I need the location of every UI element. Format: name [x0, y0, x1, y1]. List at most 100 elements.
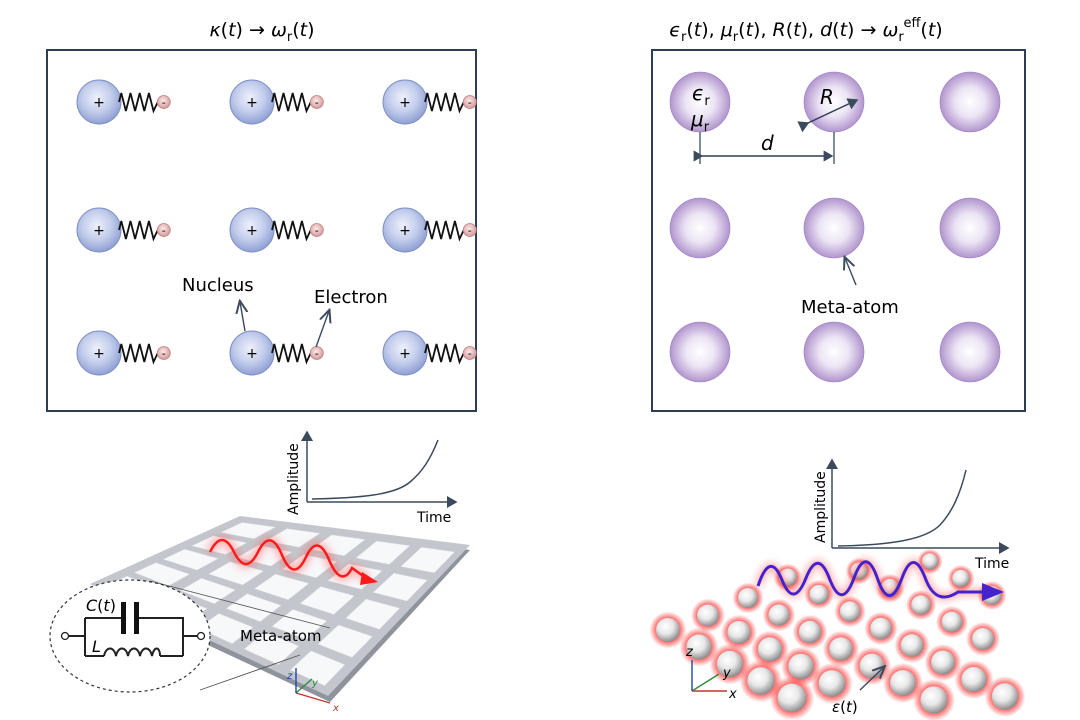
glowing-sphere: [751, 630, 789, 669]
panel-c-meta-atom-label: Meta-atom: [240, 627, 322, 645]
nucleus: [76, 330, 122, 376]
nucleus-plus-sign: +: [246, 223, 258, 239]
sphere-body: [900, 634, 924, 657]
meta-atom-cell: [289, 650, 346, 686]
glowing-sphere: [984, 676, 1026, 717]
nucleus-plus-sign: +: [93, 346, 105, 362]
electron-minus-sign: -: [468, 224, 472, 237]
inset-ellipse: [49, 579, 211, 693]
atom: +-: [229, 207, 324, 253]
glowing-sphere: [947, 564, 975, 593]
glowing-sphere: [709, 643, 751, 685]
sphere-body: [921, 553, 939, 570]
d-triad-x-label: x: [728, 687, 737, 702]
meta-atom-grid: [669, 71, 1001, 383]
radius-label: R: [820, 85, 834, 109]
electron: [309, 95, 324, 109]
red-wave: [205, 535, 378, 585]
nucleus-plus-sign: +: [93, 223, 105, 239]
nucleus-plus-sign: +: [399, 346, 411, 362]
atom: +-: [382, 79, 477, 125]
glowing-sphere: [917, 548, 943, 575]
panel-b: ϵr(t), μr(t), R(t), d(t) → ωreff(t) ϵr μ…: [651, 16, 1026, 412]
sphere-body: [777, 683, 807, 713]
sphere-body: [656, 618, 680, 642]
nucleus-plus-sign: +: [246, 346, 258, 362]
glowing-sphere: [762, 598, 796, 632]
sphere-body: [859, 653, 885, 679]
sphere-body: [952, 569, 970, 588]
meta-atom-cell: [400, 547, 456, 574]
panel-c-axis-triad: x y z: [286, 668, 339, 714]
sphere-body: [818, 670, 846, 697]
atom: +-: [76, 207, 171, 253]
d-triad-y-line: [691, 673, 720, 692]
spring: [424, 92, 465, 114]
terminal-left: [60, 631, 70, 641]
capacitor-plate-right: [134, 602, 139, 634]
nucleus-plus-sign: +: [246, 95, 258, 111]
glowing-sphere: [792, 614, 828, 650]
nucleus-plus-sign: +: [399, 95, 411, 111]
glowing-sphere: [732, 582, 764, 614]
d-triad-z-label: z: [685, 645, 694, 660]
electron: [462, 346, 477, 360]
panel-b-title: ϵr(t), μr(t), R(t), d(t) → ωreff(t): [669, 16, 942, 45]
electron: [462, 95, 477, 109]
triad-y-label: y: [311, 678, 319, 689]
nucleus: [76, 207, 122, 253]
panel-d: Amplitude Time ε(t) x y z: [649, 458, 1026, 720]
meta-atom-cell: [253, 573, 310, 600]
atom: +-: [229, 330, 324, 376]
sphere-body: [727, 620, 751, 645]
blue-wave: [755, 559, 1004, 601]
nucleus-plus-sign: +: [93, 95, 105, 111]
nucleus: [229, 79, 275, 125]
sphere-body: [991, 683, 1019, 710]
meta-atom-cell: [345, 598, 401, 630]
meta-atom-cell: [219, 522, 277, 539]
circuit-inset: C(t) L: [49, 579, 331, 693]
spring: [118, 92, 159, 114]
electron: [462, 223, 477, 237]
spring: [118, 343, 159, 365]
nucleus: [382, 79, 428, 125]
electron: [309, 223, 324, 237]
sphere-body: [920, 686, 948, 714]
glowing-sphere: [965, 621, 1001, 657]
sphere-body: [911, 595, 931, 615]
circuit-wires: [69, 617, 197, 657]
panel-c-ylabel: Amplitude: [286, 443, 302, 515]
spring: [271, 343, 312, 365]
blue-wave-arrowhead: [982, 583, 1004, 601]
inset-pointer-top: [149, 580, 331, 629]
sphere-body: [768, 604, 790, 626]
meta-atom-cell: [355, 540, 411, 565]
panel-d-plot: Amplitude Time: [813, 458, 1010, 572]
meta-atom-cell: [179, 578, 236, 604]
panel-d-axis-triad: x y z: [685, 645, 737, 702]
sphere-lattice: [649, 548, 1026, 720]
blue-wave-line: [756, 560, 986, 599]
electron: [156, 95, 171, 109]
electron: [156, 223, 171, 237]
spring: [424, 343, 465, 365]
nucleus-label: Nucleus: [182, 275, 254, 296]
sphere-body: [870, 617, 892, 640]
panel-d-xlabel: Time: [974, 556, 1009, 572]
meta-atom-cell: [299, 586, 355, 615]
spring: [271, 220, 312, 242]
panel-c: Amplitude Time C(t) L: [49, 430, 470, 714]
sphere-body: [738, 588, 758, 608]
atom: +-: [382, 207, 477, 253]
sphere-body: [697, 604, 719, 627]
atom: +-: [382, 330, 477, 376]
triad-y-line: [295, 678, 313, 694]
sphere-body: [972, 628, 994, 650]
panel-a-title: κ(t) → ωr(t): [209, 19, 314, 45]
electron-minus-sign: -: [315, 347, 319, 360]
nucleus-plus-sign: +: [399, 223, 411, 239]
meta-atom-sphere: [803, 321, 865, 383]
inductor-coil: [103, 647, 161, 657]
nucleus: [229, 207, 275, 253]
